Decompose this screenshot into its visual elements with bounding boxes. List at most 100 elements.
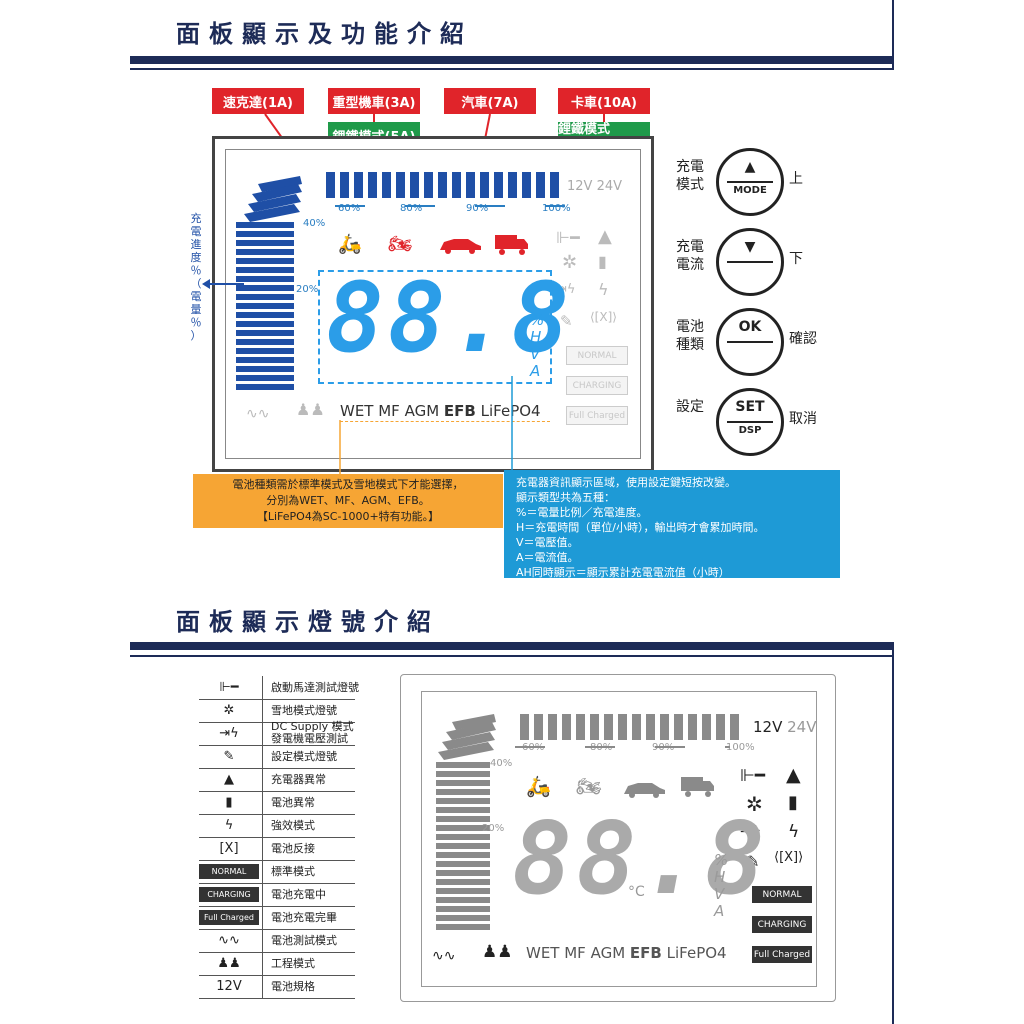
mode-full-charged: Full Charged (566, 406, 628, 425)
note-info-line: V＝電壓值。 (516, 536, 579, 549)
legend-icon: NORMAL (199, 864, 259, 879)
progress-segment (702, 714, 711, 740)
progress-segment (236, 285, 294, 291)
legend-row: ✎設定模式燈號 (199, 745, 355, 769)
blue-pointer (511, 376, 513, 476)
progress-segment (236, 384, 294, 390)
progress-segment (646, 714, 655, 740)
axis-char: 度 (190, 251, 202, 264)
charger-warning-icon-2: ▲ (786, 764, 801, 786)
progress-segment (236, 276, 294, 282)
legend-icon: ∿∿ (218, 932, 240, 948)
mode2-normal: NORMAL (752, 886, 812, 903)
note-info-line: A＝電流值。 (516, 551, 579, 564)
voltage-24v: 24V (787, 718, 817, 736)
progress-segment (480, 172, 489, 198)
legend-text: 工程模式 (271, 957, 315, 970)
legend-text: 電池規格 (271, 980, 315, 993)
divider (892, 0, 894, 70)
progress-segment (452, 172, 461, 198)
progress-segment (436, 843, 490, 849)
legend-text: 電池測試模式 (271, 934, 337, 947)
dc-supply-icon: ⇥ϟ (556, 282, 576, 297)
divider (892, 642, 894, 1024)
legend-row: CHARGING 電池充電中 (199, 883, 355, 907)
axis-char: 電 (190, 225, 202, 238)
note-info-line: %＝電量比例／充電進度。 (516, 506, 648, 519)
unit-volt: V (530, 345, 541, 363)
car-icon-2 (624, 783, 665, 798)
progress-segment (236, 366, 294, 372)
progress-segment (674, 714, 683, 740)
progress-segment (534, 714, 543, 740)
arrow-left-icon (202, 279, 244, 289)
button-left-label: 充電 (676, 239, 704, 255)
button-2[interactable]: OK (716, 308, 784, 376)
progress-segment (424, 172, 433, 198)
legend-text: 電池充電完畢 (271, 911, 337, 924)
progress-segment (436, 771, 490, 777)
battery-fault-icon: ▮ (598, 252, 607, 271)
button-top-symbol: ▲ (744, 159, 756, 175)
start-motor-test-icon-2: ⊩━ (740, 766, 766, 786)
unit-stack: % H V A (530, 312, 544, 380)
section-title-panel: 面板顯示及功能介紹 (176, 20, 473, 48)
progress-segment (660, 714, 669, 740)
button-divider (727, 261, 773, 263)
axis-char: 量 (190, 303, 202, 316)
button-1[interactable]: ▼ (716, 228, 784, 296)
legend-row: ♟♟工程模式 (199, 952, 355, 976)
progress-segment (618, 714, 627, 740)
legend-icon: ▲ (224, 771, 234, 787)
battery-test-icon-2: ∿∿ (432, 948, 456, 964)
progress-segment (236, 222, 294, 228)
legend-icon: ✲ (223, 702, 235, 718)
pct2-dashed-line (515, 746, 730, 748)
progress-segment (410, 172, 419, 198)
progress-segment (466, 172, 475, 198)
progress-segment (436, 807, 490, 813)
info-display-area (318, 270, 552, 384)
axis-char: ） (190, 329, 202, 342)
divider (130, 68, 892, 70)
wrench-icon-2: ✎ (746, 852, 760, 871)
legend-text: 電池充電中 (271, 888, 326, 901)
main-digits: 88.8 (326, 262, 574, 374)
button-left-label: 充電 (676, 159, 704, 175)
dc-supply-icon-2: ⇥ϟ (740, 824, 761, 840)
note-info-line: 顯示類型共為五種： (516, 491, 615, 504)
progress-segment (576, 714, 585, 740)
progress-segment (436, 915, 490, 921)
progress-segment (436, 861, 490, 867)
progress-segment (436, 825, 490, 831)
orange-pointer (339, 420, 341, 476)
button-left-label: 電池 (676, 319, 704, 335)
legend-icon: Full Charged (199, 910, 259, 925)
pct-60: 60% (338, 203, 361, 214)
button-right-label: 取消 (789, 411, 817, 427)
motorcycle-icon: 🏍 (388, 233, 413, 255)
legend-icon: CHARGING (199, 887, 259, 902)
engineer-mode-icon: ♟♟ (296, 400, 325, 419)
legend-text: 電池異常 (271, 796, 315, 809)
button-left-label: 設定 (676, 399, 704, 415)
button-0[interactable]: ▲MODE (716, 148, 784, 216)
voltage-12v: 12V (753, 718, 783, 736)
motorcycle-icon-2: 🏍 (576, 774, 602, 798)
pct-90: 90% (466, 203, 489, 214)
legend-text: 強效模式 (271, 819, 315, 832)
progress-segment (236, 339, 294, 345)
boost-mode-icon: ϟ (598, 280, 609, 299)
unit2-volt: V (714, 885, 725, 903)
axis-char: ％ (190, 264, 202, 277)
progress-segment (494, 172, 503, 198)
moped-icon: 🛵 (338, 233, 362, 255)
progress-segment (236, 267, 294, 273)
legend-icon: 12V (216, 978, 242, 994)
progress-curve (244, 176, 302, 222)
axis-char: （ (190, 277, 202, 290)
progress-segment (436, 798, 490, 804)
legend-text: DC Supply 模式 (271, 720, 354, 733)
